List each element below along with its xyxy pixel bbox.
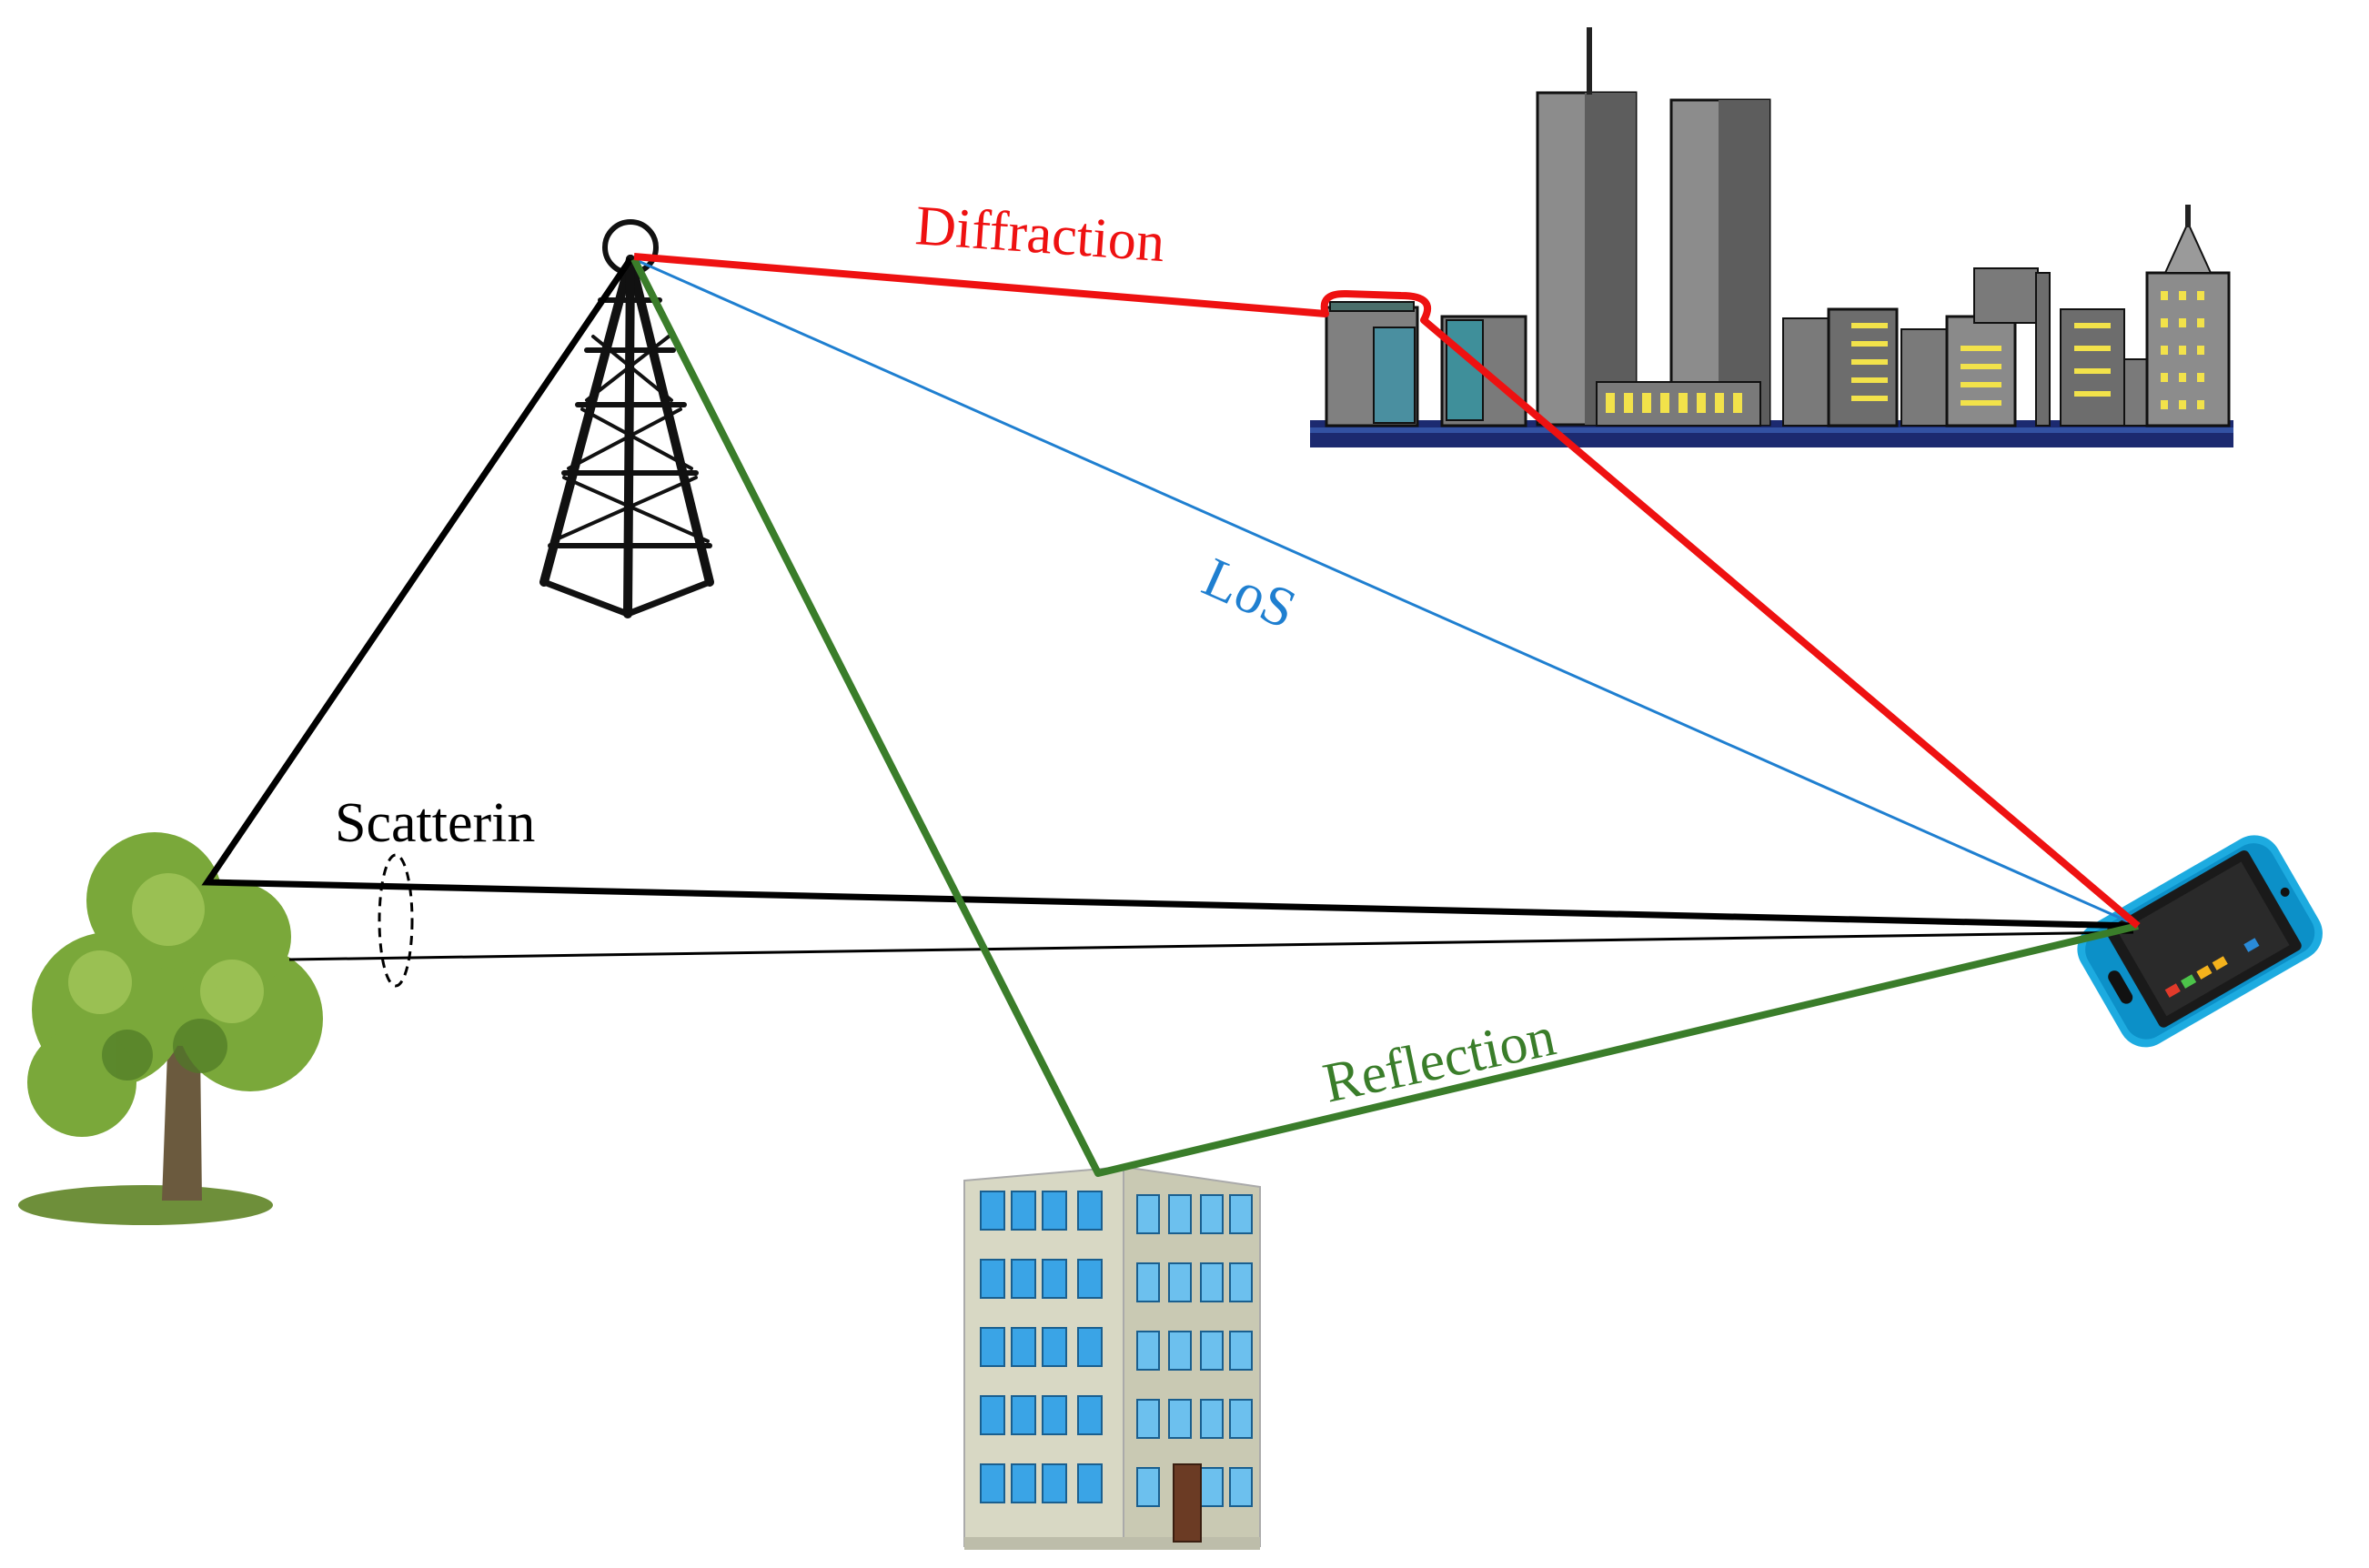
diffraction-label: Diffraction (913, 195, 1166, 274)
los-path (633, 257, 2139, 928)
tree-icon (18, 832, 323, 1225)
tower-icon (539, 219, 714, 618)
scattered-ray (288, 930, 2134, 961)
reflection-label: Reflection (1318, 1005, 1561, 1114)
scattering-region (378, 853, 414, 988)
los-label: LoS (1194, 547, 1305, 641)
office-building-icon (963, 1165, 1261, 1550)
scattering-path (201, 257, 2139, 930)
smartphone-icon (2077, 835, 2323, 1048)
scattering-label: Scatterin (335, 792, 535, 854)
diffraction-path (633, 253, 2141, 930)
city-skyline-icon (1310, 27, 2233, 447)
reflection-path (630, 257, 2139, 1177)
